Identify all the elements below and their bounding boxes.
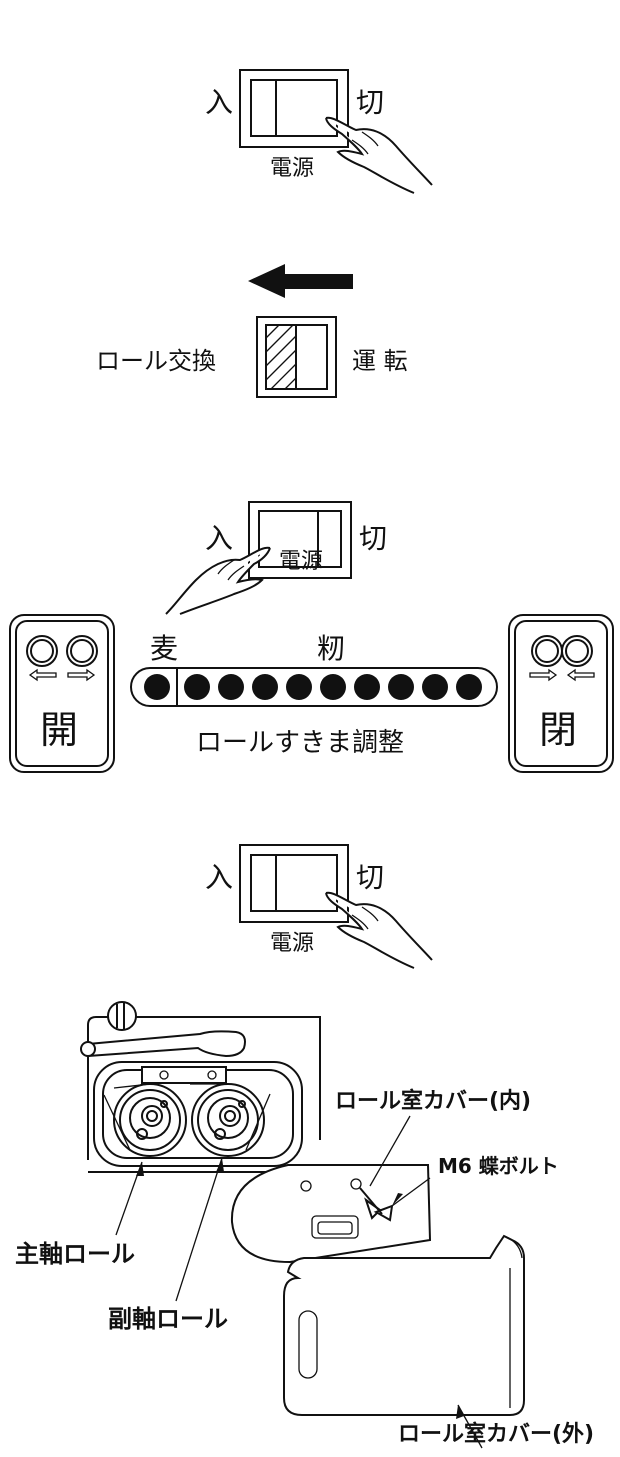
cover-handle [298,1310,318,1379]
arrow-right-icon [67,668,96,682]
sub-roll [191,1083,265,1157]
mode-selector-diagram: ロール交換 運 転 [96,264,408,398]
arrow-left-icon [566,668,595,682]
roll-exchange-label: ロール交換 [96,347,216,375]
gap-indicator-dots [144,674,482,700]
power-switch-frame [239,69,349,148]
inner-cover [230,1164,432,1264]
arrow-left-icon [28,668,57,682]
power-switch-rocker [250,854,338,912]
run-label: 運 転 [352,347,408,375]
switch-on-label: 入 [205,522,233,555]
outer-cover [283,1234,525,1416]
pointing-hand-icon [325,891,433,969]
grain-paddy-label: 籾 [317,632,345,665]
sub-roll-label: 副軸ロール [108,1305,228,1333]
arrow-right-icon [529,668,558,682]
arrow-left-icon [248,264,353,298]
power-switch-frame [248,501,352,579]
gap-indicator-dot [456,674,482,700]
wing-bolt-label: M6 蝶ボルト [438,1154,559,1178]
power-switch-rocker [250,79,338,137]
power-switch-diagram-2: 入 切 電源 [165,501,387,615]
close-button: 閉 [508,614,614,773]
gap-indicator-dot [184,674,210,700]
open-label: 開 [40,708,78,752]
main-roll [113,1083,187,1157]
gap-indicator-dot [286,674,312,700]
knob-icon [107,1001,137,1031]
wing-bolt-icon [359,1187,394,1222]
gap-indicator-dot [252,674,278,700]
switch-label: 電源 [279,549,323,574]
switch-off-label: 切 [356,86,384,119]
inner-cover-label: ロール室カバー(内) [335,1088,531,1114]
power-switch-rocker [258,510,342,568]
gap-indicator-dot [422,674,448,700]
roll-chamber-diagram: ロール室カバー(内) M6 蝶ボルト 主軸ロール 副軸ロール ロール室カバー(外… [15,1001,594,1449]
open-button: 開 [9,614,115,773]
switch-off-label: 切 [356,861,384,894]
switch-on-label: 入 [205,861,233,894]
gap-indicator-dot [320,674,346,700]
pointing-hand-icon [325,116,433,194]
gap-indicator-dot [388,674,414,700]
roll-gap-panel: 開 麦 籾 ロールすきま調整 閉 [9,614,614,773]
power-switch-diagram-1: 入 切 電源 [205,69,433,194]
gap-indicator-dot [354,674,380,700]
gap-indicator-bar [130,667,498,707]
close-label: 閉 [539,708,577,752]
switch-label: 電源 [270,156,314,181]
switch-off-label: 切 [359,522,387,555]
grain-wheat-label: 麦 [150,632,178,665]
hatched-position-icon [265,324,297,390]
switch-on-label: 入 [205,86,233,119]
power-switch-diagram-3: 入 切 電源 [205,844,433,969]
outer-cover-label: ロール室カバー(外) [398,1421,594,1447]
switch-label: 電源 [270,931,314,956]
mode-selector-frame [256,316,337,398]
power-switch-frame [239,844,349,923]
roll-gap-label: ロールすきま調整 [196,728,404,758]
gap-indicator-dot [218,674,244,700]
main-roll-label: 主軸ロール [15,1240,135,1268]
pointing-hand-icon [165,546,271,615]
gap-indicator-dot [144,674,170,700]
